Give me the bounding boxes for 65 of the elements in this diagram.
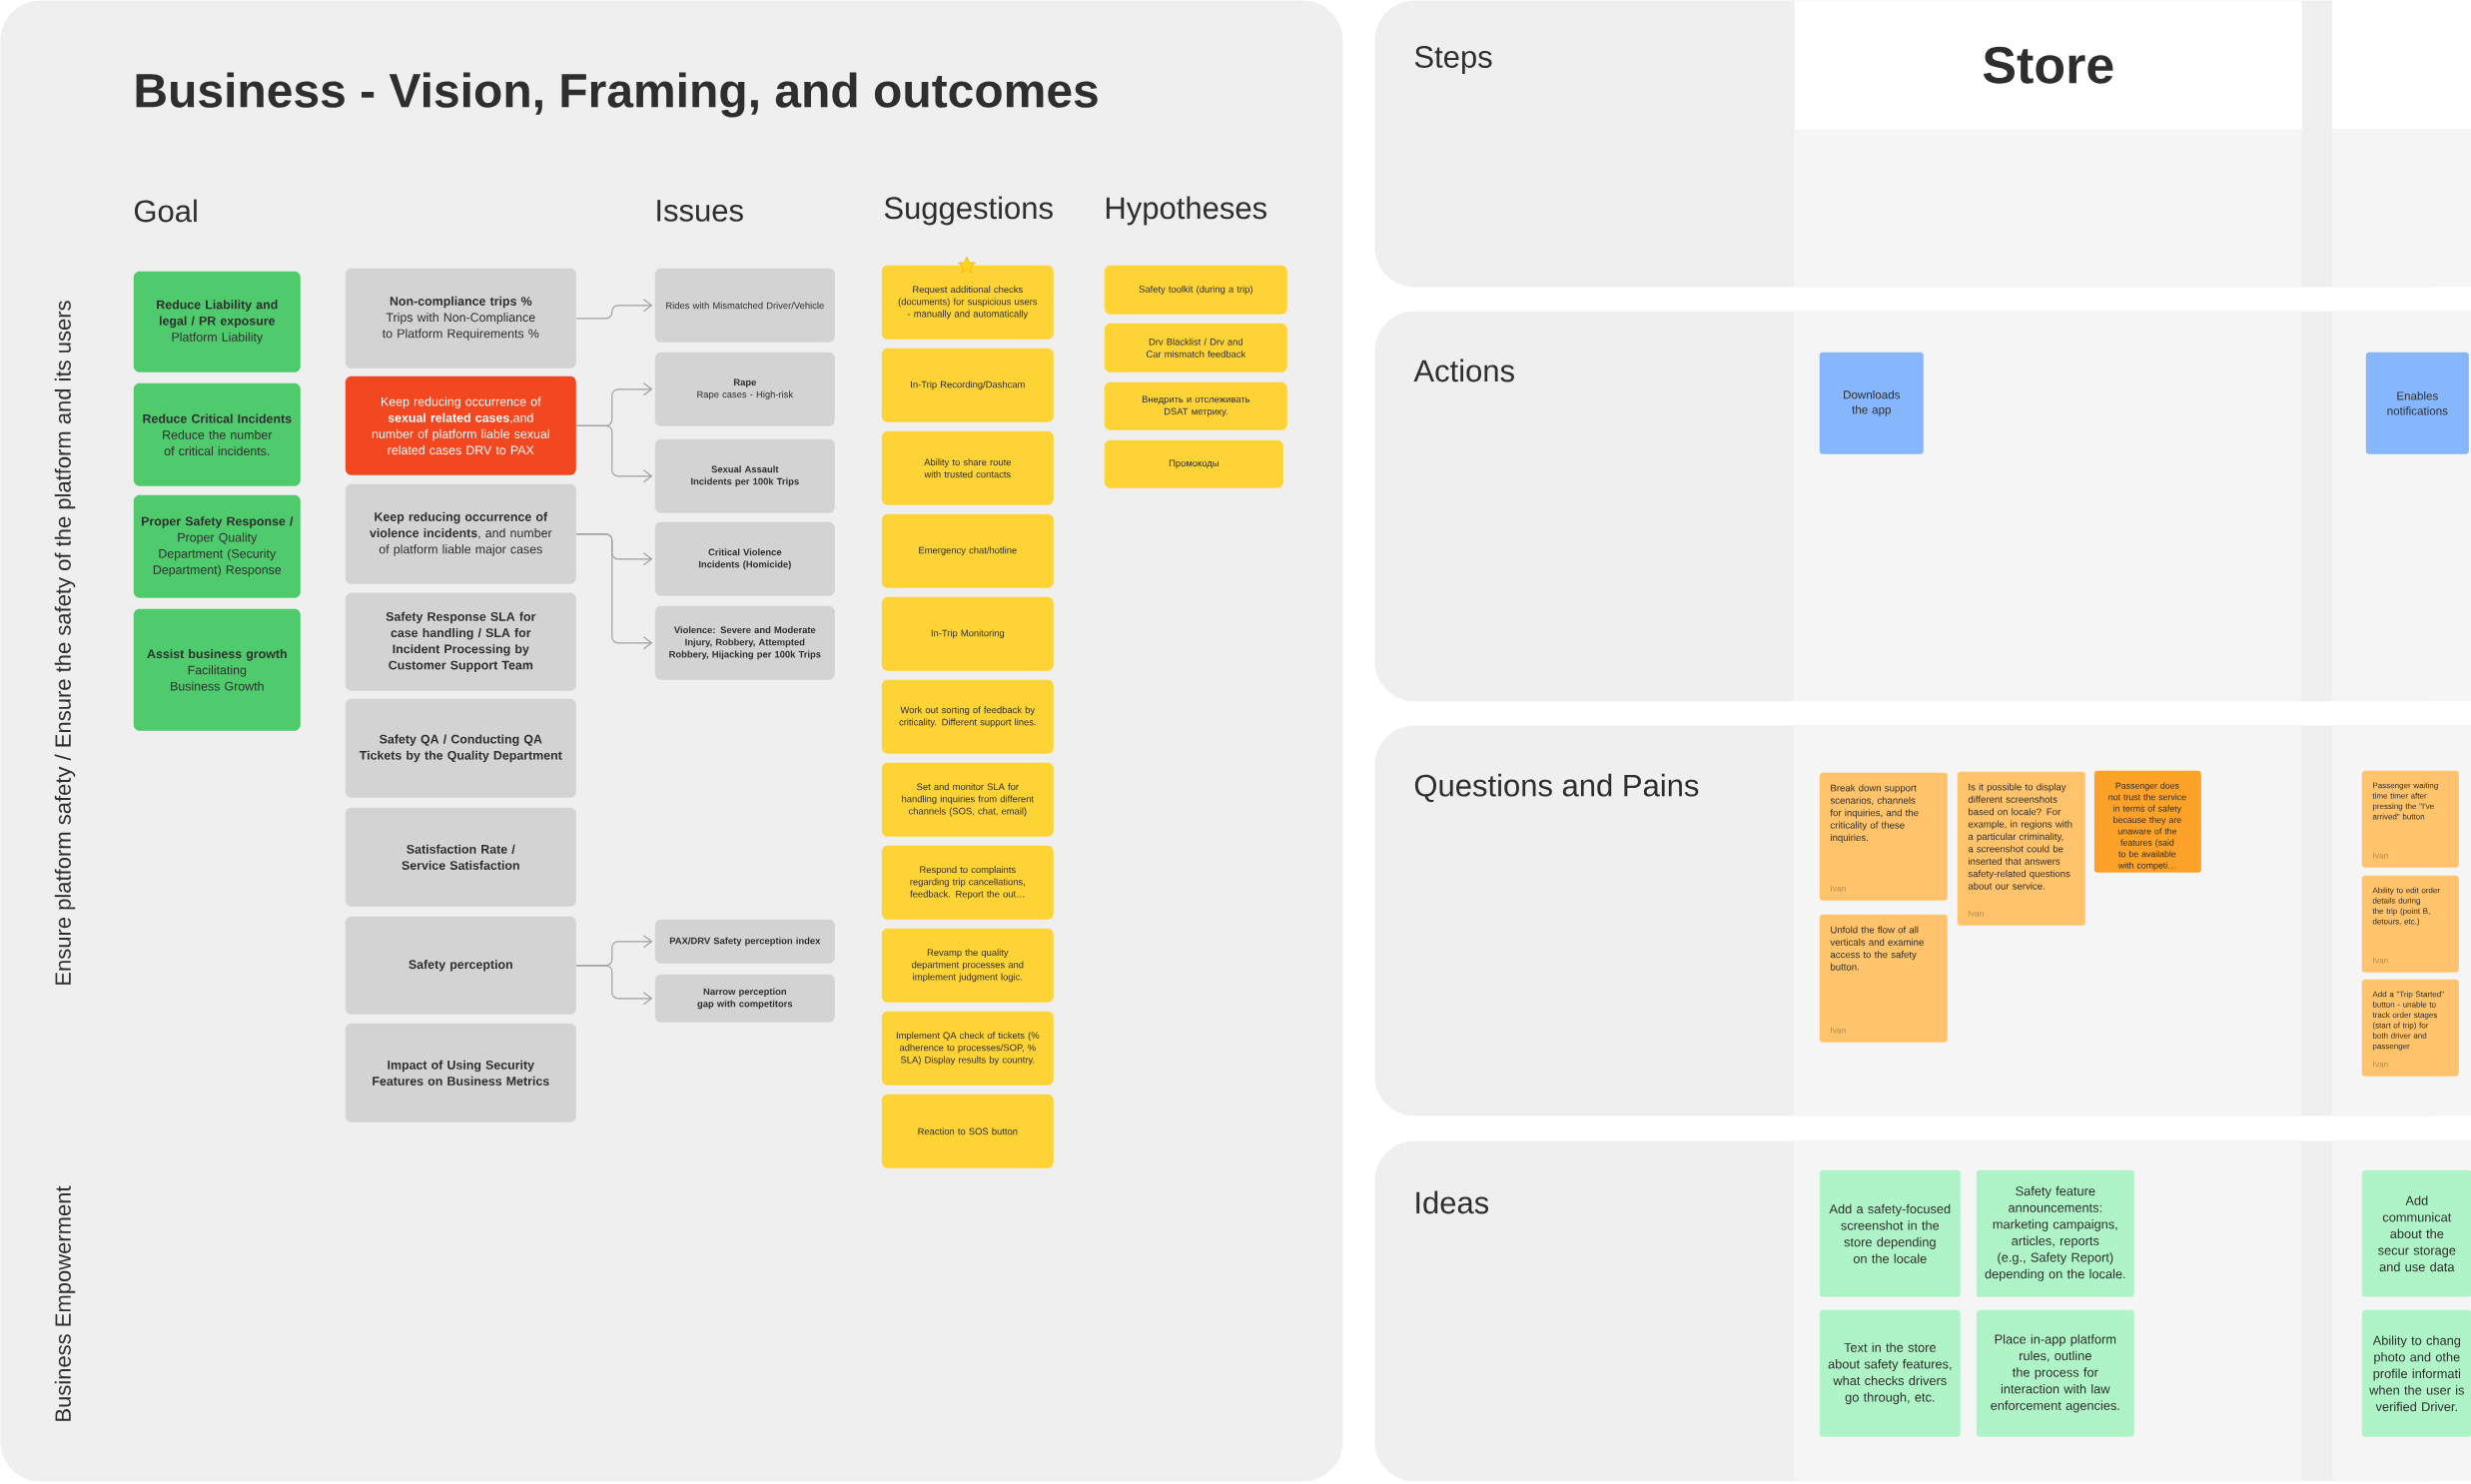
connector-arrow — [575, 299, 653, 320]
metric-card: Narrow perception gap with competitors — [654, 974, 835, 1023]
row-heading: Business Empowerment — [54, 1185, 76, 1421]
connector-arrow — [575, 424, 653, 483]
connector-arrow — [575, 965, 653, 1006]
sticky-note: Downloads the app — [1819, 352, 1924, 454]
sticky-note: Drv Blacklist / Drv and Car mismatch feedback — [1104, 323, 1287, 372]
sticky-note: In-Trip Monitoring — [881, 596, 1054, 671]
sticky-note: Set and monitor SLA for handling inquiries from different channels (SOS, chat, email) — [881, 762, 1054, 837]
metric-card: Sexual Assault Incidents per 100k Trips — [654, 438, 835, 513]
goal-card: Reduce Liability and legal / PR exposure Platform Liability — [133, 271, 301, 372]
sticky-note: Place in-app platform rules, outline the process for interaction with law enforcement agencies. — [1976, 1309, 2134, 1437]
sticky-note: Request additional checks (documents) for suspicious users - manually and automatically — [881, 265, 1054, 340]
metric-card: Critical Violence Incidents (Homicide) — [654, 521, 835, 596]
column-heading: Goal — [134, 199, 197, 223]
column-header: Store — [1794, 0, 2302, 130]
metric-card: Keep reducing occurrence of violence incidents, and number of platform liable major cases — [345, 483, 576, 584]
metric-card: Impact of Using Security Features on Business Metrics — [345, 1023, 576, 1122]
author-name: Ivan — [2373, 852, 2388, 859]
lane-title: Questions and Pains — [1414, 773, 1699, 803]
sticky-note: Add a safety-focused screenshot in the store depending on the locale — [1819, 1169, 1961, 1297]
metric-card: Safety QA / Conducting QA Tickets by the Quality Department — [345, 698, 576, 798]
sticky-note: Enables notifications — [2365, 352, 2469, 454]
author-name: Ivan — [1831, 1027, 1846, 1034]
column-heading: Suggestions — [884, 196, 1053, 226]
metric-card: Keep reducing occurrence of sexual related cases,and number of platform liable sexual related cases DRV to PAX — [345, 375, 576, 475]
sticky-note: Ability to chang photo and othe profile informati when the user is verified Driver. — [2361, 1309, 2471, 1437]
goal-card: Reduce Critical Incidents Reduce the number of critical incidents. — [133, 382, 301, 486]
metric-card: PAX/DRV Safety perception index — [654, 919, 835, 964]
author-name: Ivan — [2373, 1061, 2388, 1068]
lane-title: Ideas — [1416, 1190, 1489, 1214]
metric-card: Safety perception — [345, 916, 576, 1015]
author-name: Ivan — [1969, 910, 1984, 917]
goal-card: Proper Safety Response / Proper Quality Department (Security Department) Response — [133, 494, 301, 598]
metric-card: Violence: Severe and Moderate Injury, Robbery, Attempted Robbery, Hijacking per 100k Trips — [654, 605, 835, 680]
sticky-note: Внедрить и отслеживать DSAT метрику. — [1104, 381, 1287, 430]
row-heading: Ensure platform safety / Ensure the safety of the platform and its users — [54, 301, 76, 985]
goal-card: Assist business growth Facilitating Business Growth — [133, 608, 301, 731]
metric-card: Satisfaction Rate / Service Satisfaction — [345, 807, 576, 907]
metric-card: Non-compliance trips % Trips with Non-Compliance to Platform Requirements % — [345, 268, 576, 369]
column-heading: Issues — [657, 200, 743, 222]
connector-arrow — [575, 533, 653, 650]
metric-card: Rides with Mismatched Driver/Vehicle — [654, 268, 835, 343]
sticky-note: In-Trip Recording/Dashcam — [881, 348, 1054, 422]
metric-card: Rape Rape cases - High-risk — [654, 352, 835, 426]
sticky-note: Work out sorting of feedback by criticality. Different support lines. — [881, 679, 1054, 754]
sticky-note: Emergency chat/hotline — [881, 513, 1054, 588]
sticky-note: Revamp the quality department processes and implement judgment logic. — [881, 928, 1054, 1003]
sticky-note: Passenger does not trust the service in terms of safety because they are unaware of the features (said to be available with competi… — [2093, 770, 2201, 873]
sticky-note: Text in the store about safety features, what checks drivers go through, etc. — [1819, 1309, 1961, 1437]
sticky-note: Add communicat about the secur storage and use data — [2361, 1169, 2471, 1297]
sticky-note: Respond to complaints regarding trip cancellations, feedback. Report the out… — [881, 845, 1054, 920]
sticky-note: Reaction to SOS button — [881, 1094, 1054, 1168]
sticky-note: Промокоды — [1104, 439, 1283, 488]
column-heading: Hypotheses — [1106, 196, 1266, 226]
author-name: Ivan — [1831, 885, 1846, 892]
sticky-note: Safety feature announcements: marketing campaigns, articles, reports (e.g., Safety Report) depending on the locale. — [1976, 1169, 2134, 1297]
sticky-note: Safety toolkit (during a trip) — [1104, 265, 1287, 315]
lane-title: Steps — [1414, 45, 1492, 75]
metric-card: Safety Response SLA for case handling / SLA for Incident Processing by Customer Support Team — [345, 592, 576, 691]
sticky-note: Ability to share route with trusted contacts — [881, 430, 1054, 505]
sticky-note: Implement QA check of tickets (% adherence to processes/SOP, % SLA) Display results by country. — [881, 1011, 1054, 1086]
board-title: Business - Vision, Framing, and outcomes — [136, 72, 1098, 118]
author-name: Ivan — [2373, 957, 2388, 964]
lane-title: Actions — [1413, 359, 1514, 382]
